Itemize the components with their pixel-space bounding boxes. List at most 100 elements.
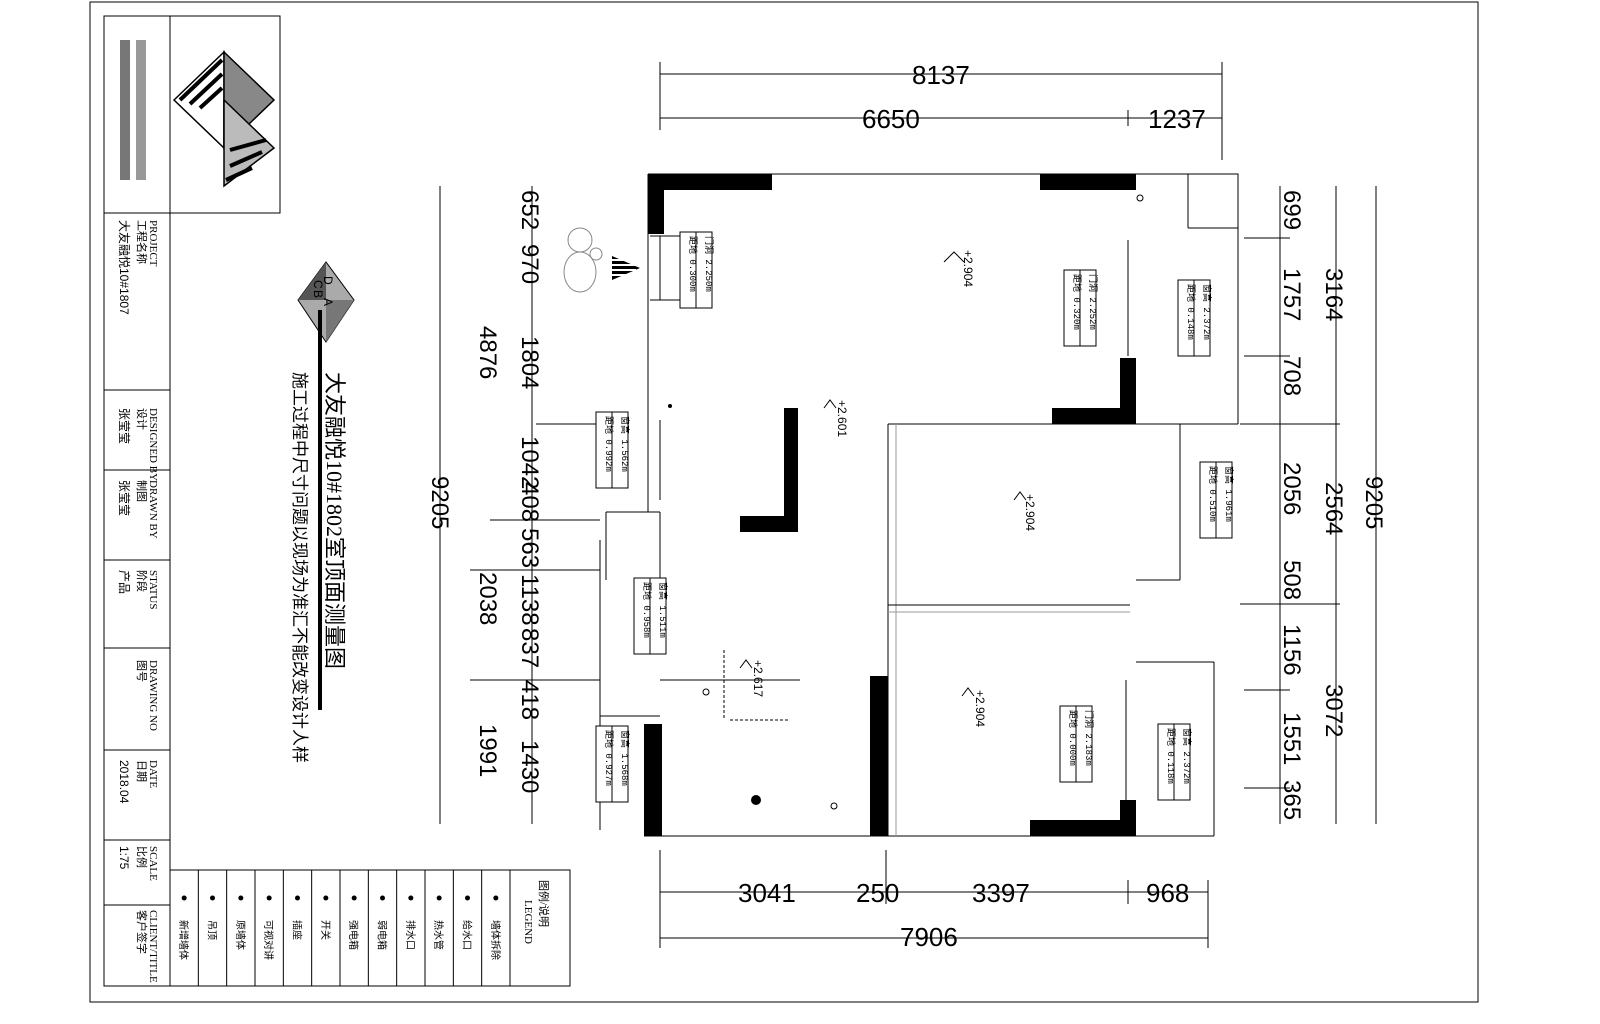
dim-li-4: 1042 [516,436,543,489]
project-value: 大友融悦10#1807 [117,220,131,315]
dim-left-overall: 9205 [426,476,453,529]
legend-item: 弱电箱 [376,920,389,950]
date-label-en: DATE [147,760,159,788]
annotation-height: 窗高 2.372m [1201,284,1213,340]
annotation-sill: 距地 0.300m [687,236,699,292]
client-label-en: CLIENT/TITLE [147,910,159,983]
legend-symbol-icon [351,895,357,901]
scale-value: 1:75 [117,846,131,870]
status-value: 产品 [117,570,131,594]
designed-label-cn: 设计 [135,408,148,430]
annotation-sill: 距地 0.000m [1067,710,1079,766]
annotation-height: 窗高 1.961m [1223,466,1235,522]
compass-d: D [321,276,335,285]
dim-ri-7: 1551 [1278,712,1305,765]
elevation-marker-3: +2.904 [1013,491,1037,531]
dim-li-6: 563 [516,528,543,568]
legend-symbol-icon [238,895,244,901]
annotation-height: 窗高 1.568m [619,730,631,786]
floor-plan [599,173,1239,837]
date-label-cn: 日期 [135,760,148,782]
dim-ri-4: 2056 [1278,462,1305,515]
annotation-sill: 距地 0.992m [603,416,615,472]
legend-item: 给水口 [461,920,474,950]
client-label-cn: 客户签字 [135,910,149,954]
annotation-height: 窗高 1.562m [619,416,631,472]
elevation-marker-4: +2.617 [739,659,765,697]
legend-item: 强电箱 [347,920,360,950]
outlet-icon [830,802,838,810]
legend-item: 开关 [319,920,332,940]
dim-ri-3: 708 [1278,356,1305,396]
elevation-marker-2: +2.601 [823,399,849,437]
drawing-title: 大友融悦10#1802室顶面测量图 [322,372,347,669]
drawing-subtitle: 施工过程中尺寸问题以现场为准汇不能改变设计人样 [290,372,309,763]
elevation-marker: +2.904 [943,250,975,287]
dim-ri-2: 1757 [1278,268,1305,321]
elevation-2: +2.601 [835,400,849,437]
annotation-box: 窗高 2.372m 距地 0.148m [1177,279,1213,357]
dim-top-overall: 8137 [912,60,970,90]
fixture-dot-icon [1136,194,1144,202]
legend-symbol-icon [380,895,385,901]
dim-li-7: 1138 [516,574,543,626]
designed-label-en: DESIGNED BY [147,408,159,481]
legend-item: 原墙体 [234,920,247,950]
dim-li-2: 970 [516,244,543,284]
legend-header: 图例/说明 [537,880,551,927]
legend-table: 新增墙体 吊顶 原墙体 可视对讲 插座开关 强电箱 弱电箱 排水口 热水管 给水口 墙体拆除 图例/… [169,869,571,987]
dim-ri-5: 508 [1278,560,1305,600]
title-block: PROJECT 工程名称 大友融悦10#1807 DESIGNED BY 设计 … [103,15,281,987]
dim-left-mid: 2038 [474,572,501,625]
dim-ri-6: 1156 [1278,624,1305,676]
dim-bottom-2: 250 [856,878,899,908]
dim-li-9: 418 [516,680,543,720]
annotation-height: 门洞 2.183m [1083,710,1095,766]
legend-symbol-icon [436,895,442,901]
legend-symbol-icon [181,895,187,901]
legend-item: 新增墙体 [177,920,190,960]
drawn-label-en: DRAWN BY [147,480,159,539]
dim-li-1: 652 [516,190,543,230]
elevation-3: +2.904 [1023,494,1037,531]
dim-ri-1: 699 [1278,190,1305,230]
legend-item: 热水管 [432,920,445,950]
elevation-1: +2.904 [961,250,975,287]
compass-c: C [311,280,325,289]
legend-symbol-icon [295,895,300,901]
legend-item: 排水口 [404,920,417,950]
dim-top-main: 6650 [862,104,920,134]
dim-ro-overall: 9205 [1360,476,1387,529]
legend-item: 可视对讲 [262,920,275,960]
legend-item: 吊顶 [206,920,218,940]
dim-bottom-1: 3041 [738,878,796,908]
dim-bottom-4: 968 [1146,878,1189,908]
annotation-box: 窗高 2.372m 距地 0.118m [1157,723,1193,801]
status-label-cn: 阶段 [135,570,149,592]
dim-bottom-3: 3397 [972,878,1030,908]
annotation-sill: 距地 0.510m [1207,466,1219,522]
person-figure-icon [563,227,603,293]
wall-solid [644,174,1136,836]
annotation-sill: 距地 0.320m [1071,274,1083,330]
annotation-height: 窗高 2.372m [1181,728,1193,784]
dim-top-right: 1237 [1148,104,1206,134]
elevation-5: +2.904 [973,690,987,727]
annotation-box: 窗高 1.961m 距地 0.510m [1199,461,1235,539]
dim-ro-1: 3164 [1320,268,1347,321]
dim-ri-8: 365 [1278,780,1305,820]
compass-icon: A B D C [297,261,355,343]
legend-item: 墙体拆除 [489,920,502,960]
annotation-box: 门洞 2.183m 距地 0.000m [1059,705,1095,783]
annotation-sill: 距地 0.118m [1165,728,1177,784]
dim-ro-2: 2564 [1320,482,1347,535]
drawn-value: 张莹莹 [117,480,131,516]
dim-li-3: 1804 [516,336,543,389]
status-label-en: STATUS [147,570,159,609]
annotation-sill: 距地 0.148m [1185,284,1197,340]
legend-item: 插座 [291,920,304,940]
designed-value: 张莹莹 [117,408,131,444]
